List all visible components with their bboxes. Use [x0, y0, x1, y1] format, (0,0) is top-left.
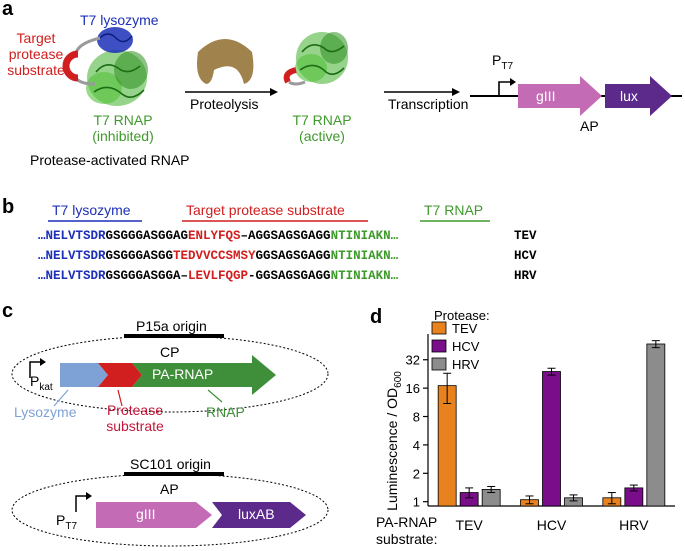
panel-a-graphics [62, 27, 682, 116]
ap-label-c: AP [160, 481, 179, 497]
x-tick-label-hrv: HRV [619, 517, 649, 533]
sequence-alignment: …NELVTSDRGSGGGASGGAGENLYFQS–AGGSAGSGAGGN… [38, 226, 398, 286]
panel-label-c: c [2, 300, 14, 322]
protease-substrate-segment [98, 363, 142, 387]
bar-hrv-hrv [646, 343, 666, 507]
y-tick-label: 16 [406, 381, 420, 396]
panel-label-b: b [2, 196, 15, 218]
giii-label-c: gIII [136, 506, 156, 522]
header-target-substrate: Target protease substrate [186, 202, 345, 218]
x-tick-label-tev: TEV [456, 517, 484, 533]
protease-substrate-label: Protease substrate [106, 402, 164, 434]
rnap-label-c: RNAP [206, 404, 245, 420]
target-protease-substrate-label: Target protease substrate [7, 30, 65, 78]
sc101-origin-label: SC101 origin [130, 456, 211, 472]
x-axis-label: PA-RNAP substrate: [376, 514, 438, 547]
rnap-inhibited-label: T7 RNAP (inhibited) [92, 112, 154, 144]
transcription-label: Transcription [388, 96, 469, 112]
giii-gene-arrow [518, 76, 602, 116]
lux-label: lux [620, 88, 638, 104]
lysozyme-segment [60, 363, 108, 387]
luxab-label: luxAB [238, 506, 275, 522]
pt7-label: PT7 [56, 512, 78, 532]
cp-label: CP [160, 344, 180, 360]
legend-label-hrv: HRV [452, 357, 480, 372]
ap-plasmid-ring [11, 473, 329, 547]
sequence-row-hcv: …NELVTSDRGSGGGASGGTEDVVCCSMSYGGSAGSGAGGN… [38, 249, 399, 263]
header-t7-rnap: T7 RNAP [424, 202, 484, 218]
legend-swatch-tev [431, 321, 447, 335]
active-rnap-structure [295, 32, 348, 84]
panel-label-d: d [370, 306, 383, 328]
y-tick-label: 4 [413, 438, 420, 453]
sequence-protease-names: TEV HCV HRV [514, 229, 537, 283]
bar-hcv-hcv [542, 371, 561, 507]
legend-swatch-hrv [431, 357, 447, 371]
legend-label-hcv: HCV [452, 339, 480, 354]
legend-swatch-hcv [431, 339, 447, 353]
cleaved-substrate [283, 67, 297, 84]
proteolysis-label: Proteolysis [190, 96, 259, 112]
y-tick-label: 2 [413, 466, 420, 481]
substrate-arc [62, 50, 79, 82]
legend-title: Protease: [434, 308, 490, 323]
giii-segment [96, 502, 212, 528]
pa-rnap-arrow [132, 355, 276, 395]
lysozyme-label: Lysozyme [14, 404, 77, 420]
pa-rnap-label: Protease-activated RNAP [30, 152, 190, 168]
panel-label-a: a [2, 0, 14, 20]
pa-rnap-segment-label: PA-RNAP [152, 366, 214, 382]
lux-gene-arrow [605, 76, 672, 116]
panel-c-graphics [11, 334, 329, 547]
inhibited-rnap-structure [86, 50, 148, 106]
pkat-label: Pkat [30, 373, 53, 393]
promoter-t7-icon [498, 81, 510, 96]
ap-label-a: AP [580, 118, 599, 134]
p15a-origin-label: P15a origin [136, 318, 207, 334]
luxab-arrow [212, 502, 306, 528]
header-lysozyme: T7 lysozyme [52, 202, 131, 218]
sequence-row-tev: …NELVTSDRGSGGGASGGAGENLYFQS–AGGSAGSGAGGN… [38, 229, 399, 243]
y-tick-label: 32 [406, 353, 420, 368]
sequence-row-hrv: …NELVTSDRGSGGGASGGA–LEVLFQGP-GGSAGSGAGGN… [38, 269, 399, 283]
pkat-promoter-icon [29, 361, 40, 378]
promoter-pt7-label: PT7 [492, 52, 514, 72]
header-underlines [48, 220, 490, 222]
lysozyme-structure [97, 27, 133, 53]
legend-label-tev: TEV [452, 321, 478, 336]
y-tick-label: 8 [413, 410, 420, 425]
y-tick-label: 1 [413, 495, 420, 510]
protease-shape [197, 39, 254, 84]
rnap-active-label: T7 RNAP (active) [292, 112, 352, 144]
t7-lysozyme-label: T7 lysozyme [80, 12, 159, 28]
pt7-promoter-icon [75, 495, 86, 512]
x-tick-label-hcv: HCV [537, 517, 567, 533]
giii-label: gIII [536, 88, 556, 104]
